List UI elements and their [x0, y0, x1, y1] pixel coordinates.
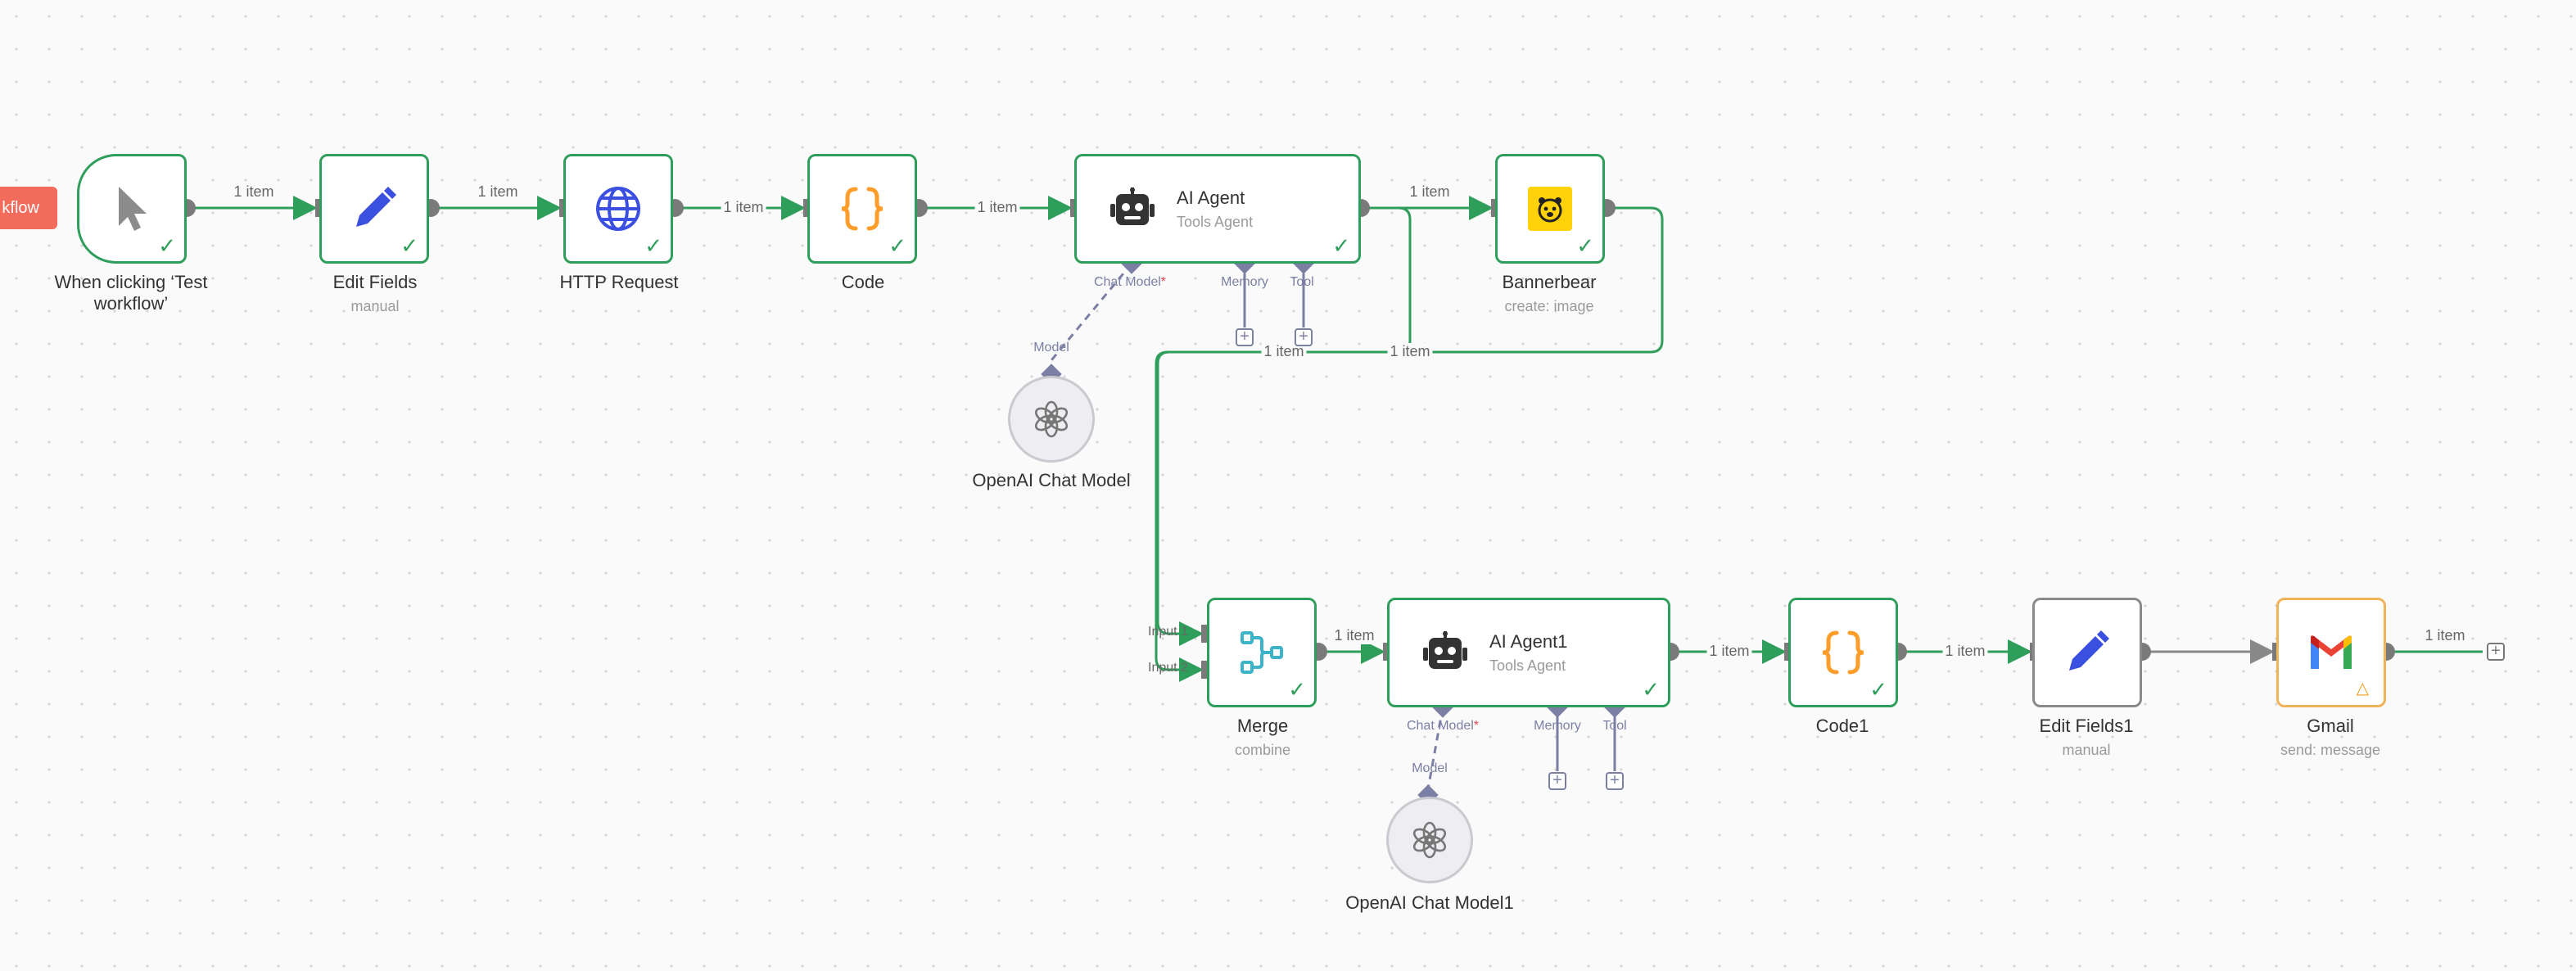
node-label-edit-fields1: Edit Fields1 — [2039, 716, 2134, 736]
node-openai-chat-model[interactable] — [1008, 376, 1095, 463]
node-label-openai-chat-model: OpenAI Chat Model — [972, 470, 1131, 490]
edge-label: 1 item — [1706, 643, 1752, 660]
port-label-tool: Tool — [1290, 275, 1314, 289]
node-label-merge: Merge — [1236, 716, 1289, 736]
merge-input1-label: Input 1 — [1148, 625, 1188, 639]
node-label-bannerbear: Bannerbear — [1502, 272, 1597, 292]
node-http-request[interactable]: ✓ — [563, 154, 673, 264]
node-label-http-request: HTTP Request — [559, 272, 679, 292]
openai-icon — [1034, 400, 1069, 438]
port-label-memory: Memory — [1221, 275, 1268, 289]
robot-icon — [1106, 183, 1159, 235]
pencil-icon — [348, 183, 400, 235]
port-label-model: Model — [1033, 341, 1069, 355]
success-check-icon: ✓ — [1332, 233, 1350, 258]
cursor-icon — [106, 183, 158, 235]
node-openai-chat-model1[interactable] — [1386, 797, 1473, 883]
merge-input2-label: Input 2 — [1148, 661, 1188, 675]
edge-label: 1 item — [1261, 343, 1307, 360]
node-sublabel-bannerbear: create: image — [1504, 298, 1594, 314]
node-sublabel-edit-fields: manual — [350, 298, 400, 314]
node-label-code: Code — [841, 272, 885, 292]
test-workflow-button[interactable]: kflow — [0, 187, 57, 229]
node-code1[interactable]: ✓ — [1788, 598, 1898, 707]
warning-icon: △ — [2356, 680, 2369, 698]
bear-icon — [1524, 183, 1576, 235]
node-label-trigger: When clicking ‘Test workflow’ — [54, 272, 208, 314]
success-check-icon: ✓ — [1576, 233, 1594, 258]
node-sublabel-edit-fields1: manual — [2062, 742, 2111, 758]
node-subtitle-ai-agent: Tools Agent — [1177, 213, 1254, 230]
success-check-icon: ✓ — [888, 233, 906, 258]
node-edit-fields1[interactable] — [2032, 598, 2142, 707]
node-gmail[interactable]: △ — [2276, 598, 2386, 707]
code-braces-icon — [1817, 626, 1869, 679]
add-memory-button[interactable]: + — [1236, 328, 1254, 346]
node-title-ai-agent1: AI Agent1 — [1489, 630, 1568, 652]
port-label-chat-model: Chat Model* — [1093, 275, 1167, 289]
node-label-edit-fields: Edit Fields — [332, 272, 418, 292]
node-merge[interactable]: ✓ — [1207, 598, 1317, 707]
success-check-icon: ✓ — [1642, 677, 1660, 702]
node-label-code1: Code1 — [1815, 716, 1869, 736]
edge-label: 1 item — [2422, 627, 2468, 644]
node-sublabel-gmail: send: message — [2280, 742, 2381, 758]
node-ai-agent1[interactable]: AI Agent1 Tools Agent ✓ — [1387, 598, 1670, 707]
node-code[interactable]: ✓ — [807, 154, 917, 264]
edge-label: 1 item — [475, 183, 521, 201]
add-tool-button[interactable]: + — [1295, 328, 1313, 346]
edge-label: 1 item — [1942, 643, 1988, 660]
robot-icon — [1419, 626, 1471, 679]
node-subtitle-ai-agent1: Tools Agent — [1489, 657, 1566, 674]
connection-aiagent-merge — [1156, 206, 1412, 646]
node-label-openai-chat-model1: OpenAI Chat Model1 — [1345, 892, 1514, 913]
port-label-chat-model1: Chat Model* — [1406, 719, 1480, 733]
node-manual-trigger[interactable]: ✓ — [77, 154, 187, 264]
add-node-button[interactable]: + — [2487, 643, 2505, 661]
merge-icon — [1236, 626, 1288, 679]
node-label-gmail: Gmail — [2307, 716, 2354, 736]
edge-label: 1 item — [721, 199, 766, 216]
add-memory-button[interactable]: + — [1548, 772, 1566, 790]
node-title-ai-agent: AI Agent — [1177, 187, 1245, 208]
success-check-icon: ✓ — [400, 233, 418, 258]
edge-label: 1 item — [974, 199, 1020, 216]
success-check-icon: ✓ — [1288, 677, 1306, 702]
node-bannerbear[interactable]: ✓ — [1495, 154, 1605, 264]
node-ai-agent[interactable]: AI Agent Tools Agent ✓ — [1074, 154, 1361, 264]
globe-icon — [592, 183, 644, 235]
code-braces-icon — [836, 183, 888, 235]
port-label-model1: Model — [1412, 761, 1448, 775]
edge-label: 1 item — [1331, 627, 1377, 644]
openai-icon — [1412, 821, 1447, 859]
success-check-icon: ✓ — [1869, 677, 1887, 702]
edge-label: 1 item — [1387, 343, 1433, 360]
edge-label: 1 item — [1407, 183, 1453, 201]
node-sublabel-merge: combine — [1234, 742, 1291, 758]
success-check-icon: ✓ — [158, 233, 176, 258]
connection-chatmodel1 — [1426, 707, 1444, 790]
gmail-icon — [2305, 626, 2357, 679]
edge-label: 1 item — [231, 183, 277, 201]
node-edit-fields[interactable]: ✓ — [319, 154, 429, 264]
port-label-memory1: Memory — [1534, 719, 1581, 733]
success-check-icon: ✓ — [644, 233, 662, 258]
pencil-icon — [2061, 626, 2113, 679]
port-label-tool1: Tool — [1602, 719, 1627, 733]
add-tool-button[interactable]: + — [1606, 772, 1624, 790]
